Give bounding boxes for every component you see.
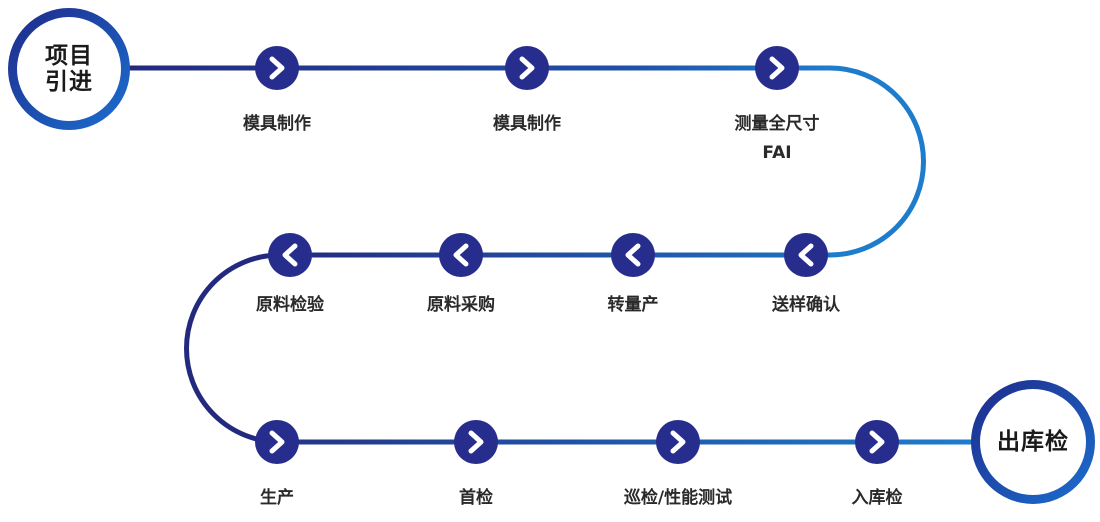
step-marker-9 xyxy=(454,420,498,464)
step-label: 生产 xyxy=(260,488,294,508)
chevron-right-icon xyxy=(519,56,535,80)
chevron-right-icon xyxy=(269,56,285,80)
step-marker-8 xyxy=(255,420,299,464)
step-label: 送样确认 xyxy=(772,295,840,315)
chevron-right-icon xyxy=(269,430,285,454)
step-marker-6 xyxy=(439,233,483,277)
step-marker-11 xyxy=(855,420,899,464)
step-label: 模具制作 xyxy=(493,114,561,134)
chevron-right-icon xyxy=(670,430,686,454)
step-marker-3 xyxy=(755,46,799,90)
step-label: 模具制作 xyxy=(243,114,311,134)
chevron-left-icon xyxy=(625,243,641,267)
step-marker-10 xyxy=(656,420,700,464)
start-label: 项目 引进 xyxy=(45,42,93,95)
step-label: 入库检 xyxy=(851,488,903,508)
step-label: 原料检验 xyxy=(256,295,324,315)
chevron-right-icon xyxy=(869,430,885,454)
chevron-right-icon xyxy=(769,56,785,80)
step-marker-1 xyxy=(255,46,299,90)
flow-curve-left xyxy=(184,252,281,445)
end-label: 出库检 xyxy=(997,428,1069,455)
step-label: 测量全尺寸 FAI xyxy=(734,114,820,163)
step-marker-5 xyxy=(611,233,655,277)
end-node: 出库检 xyxy=(971,380,1095,504)
step-label: 巡检/性能测试 xyxy=(623,488,733,508)
step-label: 转量产 xyxy=(607,295,659,315)
step-label: 首检 xyxy=(459,488,493,508)
chevron-left-icon xyxy=(453,243,469,267)
step-marker-4 xyxy=(784,233,828,277)
chevron-left-icon xyxy=(798,243,814,267)
step-label: 原料采购 xyxy=(427,295,495,315)
step-marker-2 xyxy=(505,46,549,90)
start-node: 项目 引进 xyxy=(8,8,130,130)
step-marker-7 xyxy=(268,233,312,277)
chevron-left-icon xyxy=(282,243,298,267)
flow-curve-right xyxy=(829,65,926,258)
chevron-right-icon xyxy=(468,430,484,454)
